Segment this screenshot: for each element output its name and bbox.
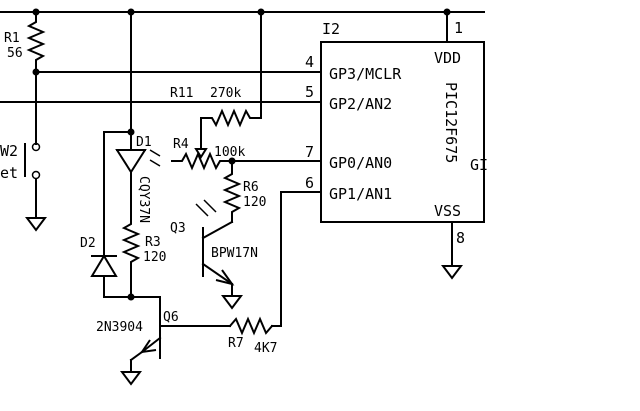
q6-part: 2N3904 bbox=[96, 320, 143, 335]
ic-part-number: PIC12F675 bbox=[442, 82, 460, 163]
r11-value: 270k bbox=[210, 86, 241, 101]
q3-part: BPW17N bbox=[211, 246, 258, 261]
resistor-r6 bbox=[222, 160, 242, 223]
pin-vdd-name: VDD bbox=[434, 49, 461, 67]
d2-wire bbox=[103, 275, 161, 311]
resistor-r7 bbox=[228, 316, 274, 336]
ic-edge-text: GI bbox=[470, 156, 488, 174]
pin-gp3-number: 4 bbox=[305, 53, 314, 71]
pin-vss-number: 8 bbox=[456, 229, 465, 247]
q3-light-arrow bbox=[195, 203, 209, 217]
r7-ref: R7 bbox=[228, 336, 244, 351]
ic-body bbox=[320, 41, 485, 223]
pin-gp1-name: GP1/AN1 bbox=[329, 185, 392, 203]
ground-symbol bbox=[25, 217, 47, 232]
ground-symbol bbox=[221, 295, 243, 310]
q3-ref: Q3 bbox=[170, 221, 186, 236]
pin-gp1-wire bbox=[271, 191, 322, 327]
d2-wire bbox=[103, 131, 132, 255]
r3-value: 120 bbox=[143, 250, 166, 265]
q3-collector bbox=[201, 220, 234, 240]
pin-gp0-number: 7 bbox=[305, 143, 314, 161]
resistor-r1 bbox=[26, 11, 46, 73]
r7-value: 4K7 bbox=[254, 341, 277, 356]
switch-ref: W2 bbox=[0, 142, 18, 160]
pin-gp3-name: GP3/MCLR bbox=[329, 65, 402, 83]
q6-emitter-wire bbox=[129, 350, 144, 362]
r4-wiper-arrow bbox=[194, 148, 208, 159]
q3-emitter bbox=[201, 262, 234, 286]
q6-emitter bbox=[140, 336, 162, 354]
ground-symbol bbox=[441, 265, 463, 280]
r11-ref: R11 bbox=[170, 86, 193, 101]
q3-emitter-arrow bbox=[215, 269, 235, 286]
pin-gp2-number: 5 bbox=[305, 83, 314, 101]
d1-ref: D1 bbox=[136, 135, 152, 150]
d1-light-arrow bbox=[149, 149, 161, 157]
r6-ref: R6 bbox=[243, 180, 259, 195]
pin-vdd-number: 1 bbox=[454, 19, 463, 37]
d1-part: CQY37N bbox=[136, 176, 151, 223]
r1-ref: R1 bbox=[4, 31, 20, 46]
ground-symbol bbox=[120, 371, 142, 386]
r3-ref: R3 bbox=[145, 235, 161, 250]
switch-contact bbox=[31, 170, 41, 180]
switch-contact bbox=[31, 142, 41, 152]
pin-gp2-name: GP2/AN2 bbox=[329, 95, 392, 113]
pin-vss-name: VSS bbox=[434, 202, 461, 220]
r1-value: 56 bbox=[7, 46, 23, 61]
r4-ref: R4 bbox=[173, 137, 189, 152]
diode-d1 bbox=[115, 149, 147, 174]
q6-ref: Q6 bbox=[163, 310, 179, 325]
r4-value: 100k bbox=[214, 145, 245, 160]
ic-ref: I2 bbox=[322, 20, 340, 38]
d1-light-arrow bbox=[149, 159, 161, 167]
q3-light-arrow bbox=[203, 199, 217, 213]
pin-gp0-name: GP0/AN0 bbox=[329, 154, 392, 172]
d2-ref: D2 bbox=[80, 236, 96, 251]
resistor-r11 bbox=[200, 108, 262, 149]
diode-d2 bbox=[90, 254, 118, 277]
resistor-r4 bbox=[171, 151, 233, 171]
r6-value: 120 bbox=[243, 195, 266, 210]
pin-gp1-number: 6 bbox=[305, 174, 314, 192]
resistor-r3 bbox=[121, 171, 141, 298]
switch-label: et bbox=[0, 164, 18, 182]
